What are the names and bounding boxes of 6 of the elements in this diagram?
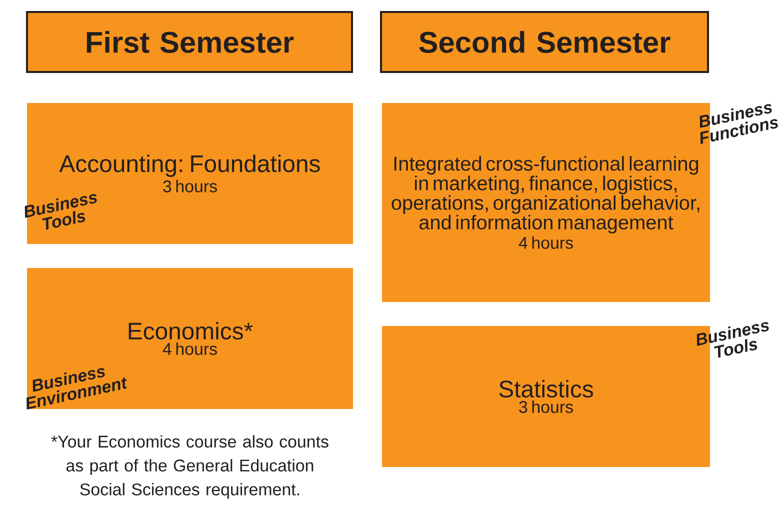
semester-header: Second Semester [380, 11, 709, 73]
semester-header: First Semester [26, 11, 353, 73]
category-tag: Business Functions [700, 104, 778, 144]
category-tag: Business Tools [24, 194, 97, 230]
footnote: *Your Economics course also counts as part of the General Education Social Sciences requirement. [51, 435, 328, 499]
category-tag: Business Tools [696, 322, 769, 358]
